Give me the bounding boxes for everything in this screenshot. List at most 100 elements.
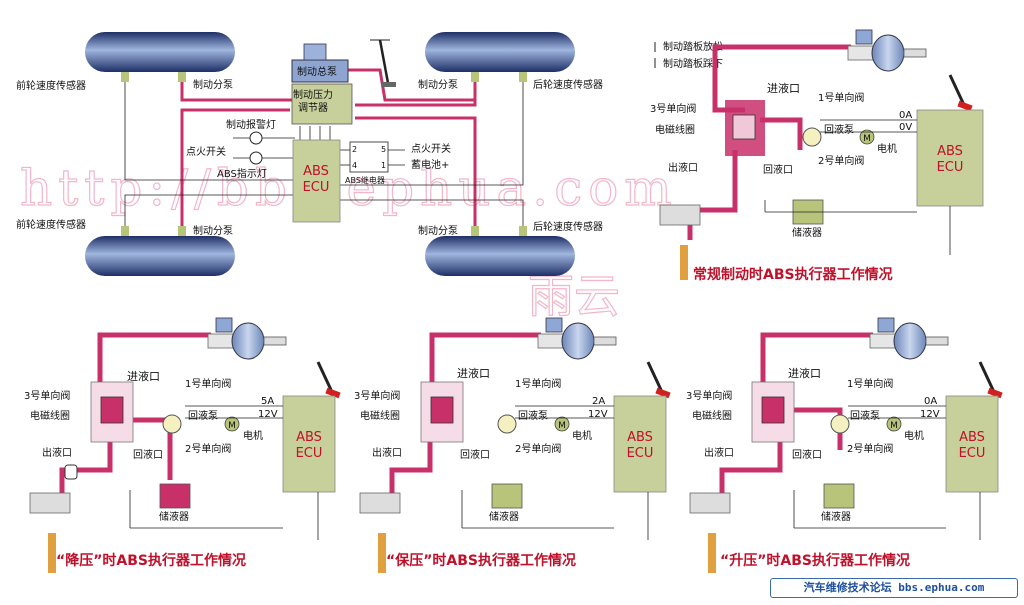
decrease-valve-2: 2号单向阀	[185, 442, 231, 455]
increase-ecu-1: ABS	[959, 430, 985, 445]
hold-motor: 电机	[572, 429, 592, 442]
normal-reservoir: 储液器	[792, 226, 822, 239]
normal-valve-core-icon	[732, 114, 756, 140]
hold-current: 2A	[592, 396, 605, 407]
decrease-current: 5A	[261, 396, 274, 407]
increase-valve-3: 3号单向阀	[686, 389, 732, 402]
decrease-outlet: 出液口	[42, 446, 72, 459]
forum-footer-link[interactable]: 汽车维修技术论坛 bbs.ephua.com	[770, 578, 1018, 598]
decrease-voltage: 12V	[258, 409, 278, 420]
increase-voltage: 12V	[920, 409, 940, 420]
watermark-author: 雨云	[528, 269, 620, 323]
label-regulator-2: 调节器	[298, 102, 328, 114]
normal-wheel-cylinder-icon	[659, 204, 701, 226]
wheel-front-left	[85, 32, 235, 72]
cylinder-bl-icon	[178, 226, 186, 236]
watermark-url: http://bbs.ephua.com	[20, 159, 678, 217]
label-regulator-1: 制动压力	[293, 88, 333, 101]
pedal-legend: 制动踏板放松 制动踏板踩下	[654, 40, 723, 70]
main-abs-system-diagram: ABS ECU 前轮速度传感器 制动分泵 制动分泵 后轮速度传感器 前轮速度传感…	[16, 32, 603, 276]
hold-valve-1: 1号单向阀	[515, 377, 561, 390]
label-rear-sensor-bottom: 后轮速度传感器	[533, 220, 603, 233]
normal-valve-1: 1号单向阀	[818, 91, 864, 104]
wheel-rear-right	[425, 236, 575, 276]
decrease-solenoid: 电磁线圈	[30, 409, 70, 422]
increase-ecu-box	[945, 395, 999, 493]
increase-current: 0A	[924, 396, 937, 407]
wheel-front-right	[85, 236, 235, 276]
brake-warning-lamp-icon	[249, 131, 263, 145]
abs-relay-box	[349, 141, 389, 173]
decrease-valve-core-icon	[100, 396, 124, 424]
decrease-wheel-cylinder-icon	[29, 492, 71, 514]
hold-ecu-1: ABS	[627, 430, 653, 445]
increase-return-pump-icon	[830, 414, 850, 434]
increase-outlet: 出液口	[704, 446, 734, 459]
hold-caption: “保压”时ABS执行器工作情况	[386, 552, 576, 569]
decrease-inlet: 进液口	[127, 369, 160, 383]
hold-voltage: 12V	[588, 409, 608, 420]
increase-wheel-cylinder-icon	[689, 492, 731, 514]
label-abs-relay: ABS继电器	[345, 175, 385, 185]
master-cylinder-reservoir-icon	[303, 43, 327, 61]
main-ecu-label-2: ECU	[303, 180, 330, 195]
normal-voltage: 0V	[899, 122, 912, 133]
panel-increase: M 进液口 3号单向阀 电磁线圈 出液口 回液口 1号单向阀 回液泵 2号单向阀…	[686, 317, 1005, 573]
panel-decrease: M 进液口 3号单向阀 电磁线圈 出液口 回液口 1号单向阀 回液泵 2号单向阀…	[24, 317, 343, 573]
decrease-valve-1: 1号单向阀	[185, 377, 231, 390]
normal-return-pump: 回液泵	[824, 123, 854, 136]
sensor-front-top-icon	[121, 72, 129, 82]
hold-valve-core-icon	[430, 396, 454, 424]
hold-return-pump: 回液泵	[518, 409, 548, 422]
normal-return-pump-icon	[802, 127, 822, 147]
decrease-ecu-2: ECU	[296, 446, 323, 461]
decrease-ecu-1: ABS	[296, 430, 322, 445]
increase-reservoir: 储液器	[821, 510, 851, 523]
label-cylinder-tr: 制动分泵	[418, 78, 458, 91]
increase-return-pump: 回液泵	[850, 409, 880, 422]
increase-motor: 电机	[904, 429, 924, 442]
cylinder-tr-icon	[471, 72, 479, 82]
relay-pin-5: 5	[381, 145, 386, 154]
label-front-sensor-top: 前轮速度传感器	[16, 79, 86, 92]
decrease-return-port: 回液口	[133, 448, 163, 461]
legend-press: 制动踏板踩下	[663, 57, 723, 70]
hold-outlet: 出液口	[372, 446, 402, 459]
main-ecu-box	[292, 139, 341, 223]
label-master-cylinder: 制动总泵	[297, 65, 337, 78]
normal-inlet: 进液口	[767, 81, 800, 95]
hold-ecu-box	[613, 395, 667, 493]
normal-valve-2: 2号单向阀	[818, 154, 864, 167]
label-abs-indicator-lamp: ABS指示灯	[217, 167, 267, 180]
label-cylinder-tl: 制动分泵	[193, 78, 233, 91]
label-cylinder-bl: 制动分泵	[193, 224, 233, 237]
increase-valve-2: 2号单向阀	[847, 442, 893, 455]
sensor-front-bottom-icon	[121, 226, 129, 236]
label-front-sensor-bottom: 前轮速度传感器	[16, 218, 86, 231]
increase-valve-core-icon	[761, 396, 785, 424]
label-cylinder-br: 制动分泵	[418, 224, 458, 237]
normal-solenoid: 电磁线圈	[655, 123, 695, 136]
relay-pin-1: 1	[381, 161, 386, 170]
hold-ecu-2: ECU	[627, 446, 654, 461]
hold-reservoir: 储液器	[489, 510, 519, 523]
cylinder-tl-icon	[178, 72, 186, 82]
label-ignition-switch-left: 点火开关	[186, 145, 226, 158]
hold-return-pump-icon	[497, 414, 517, 434]
decrease-return-pump-icon	[162, 414, 182, 434]
decrease-sight-icon	[64, 464, 78, 480]
normal-motor: 电机	[877, 142, 897, 155]
increase-valve-1: 1号单向阀	[847, 377, 893, 390]
decrease-reservoir-icon	[159, 483, 191, 509]
hold-inlet: 进液口	[457, 366, 490, 380]
increase-reservoir-icon	[823, 483, 855, 509]
label-ignition-switch-right: 点火开关	[411, 142, 451, 155]
abs-indicator-lamp-icon	[249, 151, 263, 165]
increase-caption: “升压”时ABS执行器工作情况	[720, 552, 910, 569]
normal-outlet: 出液口	[668, 161, 698, 174]
normal-ecu-1: ABS	[937, 144, 963, 159]
increase-ecu-2: ECU	[959, 446, 986, 461]
increase-solenoid: 电磁线圈	[692, 409, 732, 422]
wheel-rear-left	[425, 32, 575, 72]
